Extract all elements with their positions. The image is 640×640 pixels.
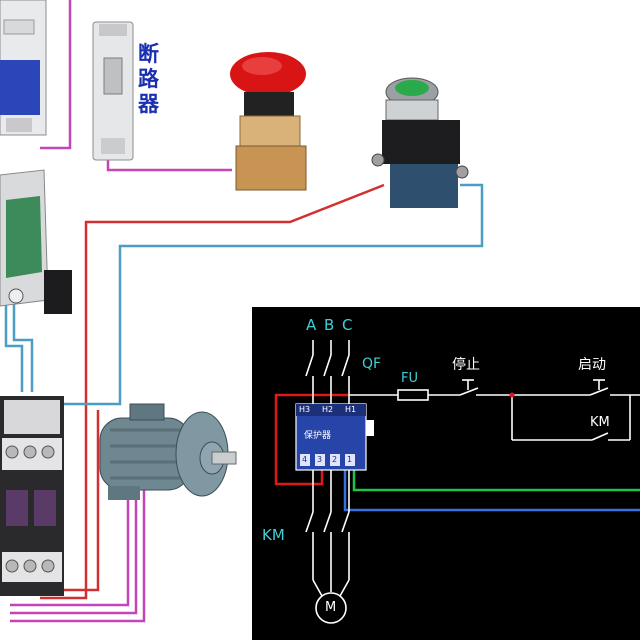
circuit-breaker-left <box>0 0 47 136</box>
schematic-panel <box>252 307 640 640</box>
relay-terminal-4: 4 <box>302 455 308 464</box>
breaker-label-char-1: 断 <box>138 42 159 66</box>
km-contact-label: KM <box>590 415 610 430</box>
qf-label: QF <box>362 356 382 372</box>
start-label: 启动 <box>578 357 606 373</box>
pink-wire-motor-2 <box>10 488 138 615</box>
fuse-symbol <box>397 389 429 401</box>
motor-symbol <box>315 592 347 624</box>
cyan-wire-to-contactor <box>42 183 484 406</box>
schematic-red-wire <box>274 393 348 486</box>
relay-terminal-2: 2 <box>332 455 338 464</box>
phase-label-a: A <box>306 316 317 334</box>
phase-label-b: B <box>324 316 335 334</box>
km-main-label: KM <box>262 526 285 544</box>
breaker-label-char-3: 器 <box>138 92 159 116</box>
pink-wire-motor-1 <box>10 488 130 607</box>
breaker-label-char-2: 路 <box>138 67 159 91</box>
protector-relay-symbol <box>295 403 374 471</box>
pink-wire-breaker-to-pushbutton <box>106 160 232 172</box>
relay-terminal-h1: H1 <box>345 405 357 414</box>
stop-label: 停止 <box>452 357 480 373</box>
breaker-label: 断 路 器 <box>138 42 162 117</box>
motor-label: M <box>325 600 337 615</box>
relay-name: 保护器 <box>304 431 332 441</box>
ac-contactor <box>0 396 64 596</box>
phase-label-c: C <box>342 316 353 334</box>
relay-terminal-3: 3 <box>317 455 323 464</box>
schematic-blue-wire <box>343 470 640 512</box>
relay-terminal-1: 1 <box>347 455 353 464</box>
stop-pushbutton-physical <box>230 52 307 191</box>
pink-wire-motor-3 <box>10 488 146 623</box>
physical-wires <box>4 0 484 623</box>
schematic-green-wire <box>352 470 640 492</box>
electric-motor-physical <box>99 403 237 500</box>
cyan-wire-left-2 <box>12 300 34 392</box>
relay-terminal-h2: H2 <box>322 405 334 414</box>
red-wire-to-contactor <box>40 183 385 600</box>
indicator-lamp-physical <box>371 77 469 208</box>
motor-protector-device <box>0 169 72 314</box>
relay-terminal-h3: H3 <box>299 405 311 414</box>
fu-label: FU <box>401 371 418 386</box>
junction-dot <box>509 392 515 398</box>
cyan-wire-left-1 <box>4 300 24 392</box>
pink-wire-top-left <box>40 0 72 150</box>
circuit-breaker-single <box>92 21 134 161</box>
